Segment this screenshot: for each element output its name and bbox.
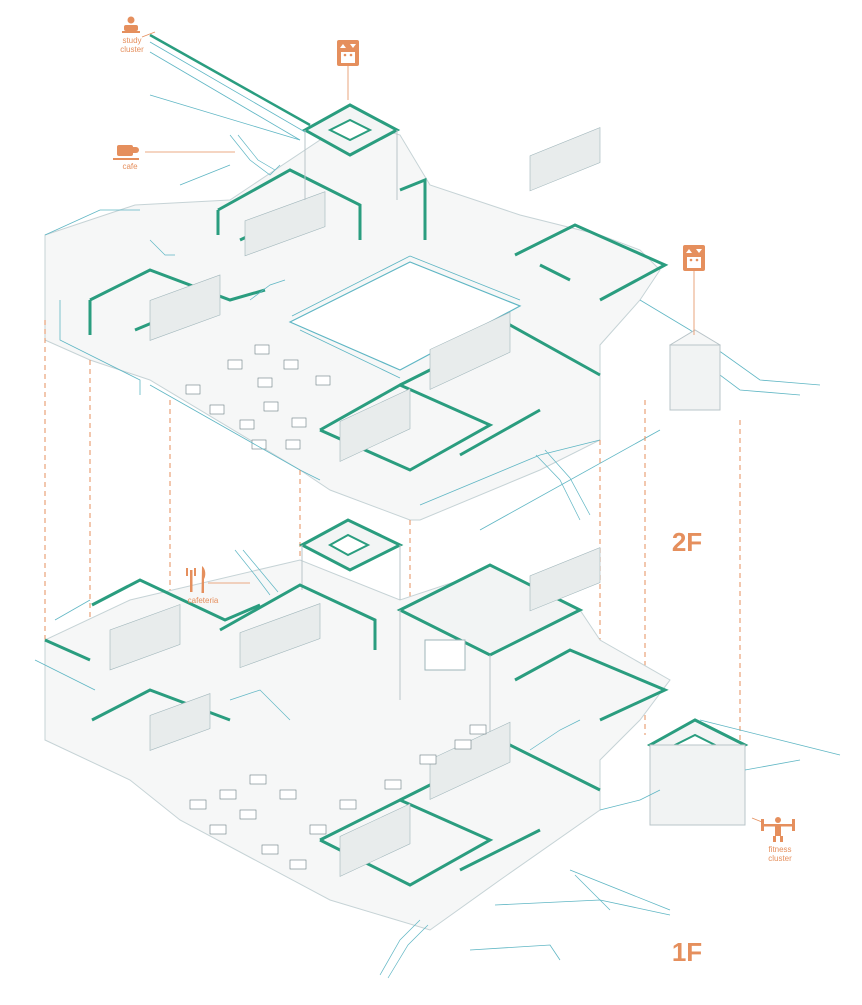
elevator-tower-1f [298, 518, 404, 600]
floor-1-railings [34, 599, 841, 961]
floor-2-plate [44, 33, 821, 531]
elevator-icon [337, 40, 359, 100]
floor-1-tables [189, 724, 487, 870]
weightlifter-icon [761, 817, 795, 842]
coffee-cup-icon [113, 145, 139, 160]
floor-2-rooms [149, 127, 601, 462]
cafe-label: cafe [122, 162, 138, 171]
floor-1-slab [44, 559, 671, 931]
elevator-icon [683, 245, 705, 335]
floor-2-tables [185, 344, 331, 450]
elevator-tower-right [669, 329, 721, 411]
study-person-icon [122, 16, 140, 33]
floor-2-label: 2F [671, 527, 703, 557]
courtyard-void [288, 261, 522, 371]
floor-1-stairs [229, 549, 611, 979]
study-leader [141, 31, 156, 38]
elevator-tower-2f [301, 103, 401, 200]
fitness-cluster-label: fitness cluster [768, 845, 792, 863]
floor-1-rooms [109, 547, 601, 877]
skybridge [149, 33, 311, 127]
floor-1-label: 1F [671, 937, 703, 967]
fitness-tower [646, 718, 749, 826]
fitness-leader [751, 817, 763, 823]
fork-knife-icon [186, 566, 206, 593]
cafeteria-label: cafeteria [187, 596, 219, 605]
study-cluster-label: study cluster [120, 36, 144, 54]
floor-1-plate [34, 518, 841, 979]
courtyard-railing [291, 255, 521, 379]
floor-2-stairs [149, 134, 591, 521]
